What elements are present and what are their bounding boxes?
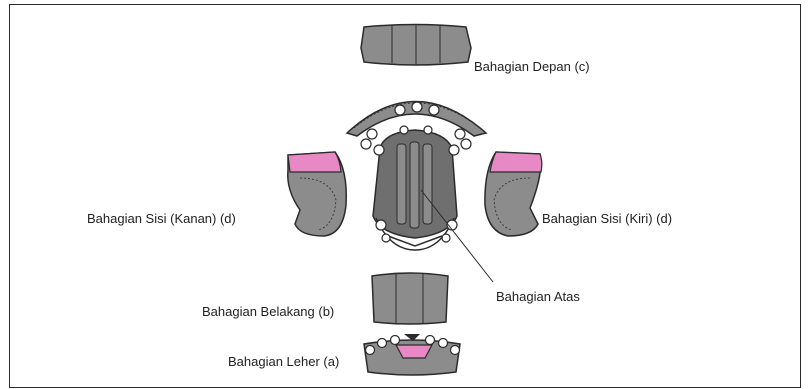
- front-pad: [361, 24, 471, 65]
- label-neck: Bahagian Leher (a): [228, 354, 339, 369]
- label-top: Bahagian Atas: [496, 289, 580, 304]
- neck-pad: [364, 334, 460, 375]
- side-pad-left: [485, 152, 542, 236]
- label-side-right: Bahagian Sisi (Kanan) (d): [87, 211, 236, 226]
- label-front: Bahagian Depan (c): [474, 59, 590, 74]
- label-side-left: Bahagian Sisi (Kiri) (d): [542, 211, 672, 226]
- top-pad: [373, 130, 457, 250]
- label-back: Bahagian Belakang (b): [202, 304, 334, 319]
- back-pad: [372, 273, 448, 324]
- side-pad-right: [288, 152, 347, 236]
- leader-top: [421, 190, 493, 282]
